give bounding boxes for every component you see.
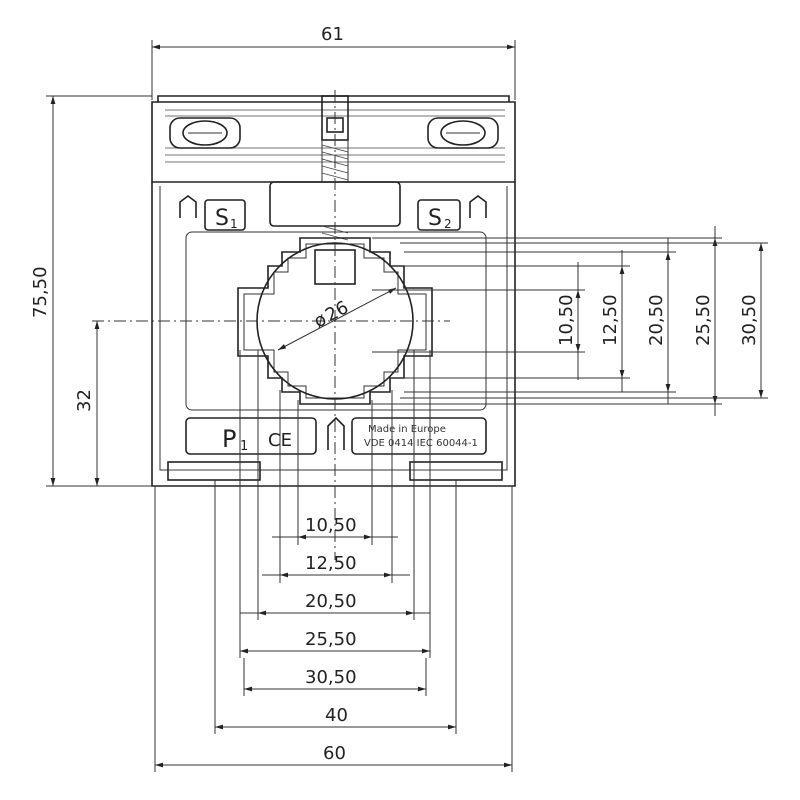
aperture-inner [243,243,427,399]
dim-32-label: 32 [74,389,95,412]
inner-frame [159,186,508,471]
bottom-dim-60: 60 [323,743,346,764]
s1-subscript: 1 [230,217,238,231]
dimension-61: 61 [151,24,516,100]
bottom-dimensions: 10,50 12,50 20,50 25,50 30,50 40 60 [154,350,513,772]
p1-letter: P [222,425,236,453]
right-dim-12-50: 12,50 [600,294,621,346]
bottom-dim-12-50: 12,50 [305,553,357,574]
s2-marking: S 2 [417,195,487,231]
standard-text: VDE 0414 IEC 60044-1 [364,438,478,449]
p1-subscript: 1 [240,439,248,454]
bottom-dim-10-50: 10,50 [305,515,357,536]
left-screw-terminal [169,117,241,149]
s2-letter: S [428,206,442,231]
diameter-label: ø 26 [310,297,352,332]
main-frame [151,182,516,487]
bottom-label: P 1 CE Made in Europe VDE 0414 IEC 60044… [185,416,487,455]
right-dim-20-50: 20,50 [646,294,667,346]
diameter-line [277,287,397,351]
left-foot [167,461,261,481]
right-dim-30-50: 30,50 [739,294,760,346]
bottom-dim-25-50: 25,50 [305,629,357,650]
dimension-32: 32 [74,321,100,487]
transformer-body: S 1 S 2 ø 26 P 1 CE Made in Eur [92,90,516,560]
s2-arrow-icon [469,195,487,218]
p1-arrow-icon [327,416,345,450]
made-in-text: Made in Europe [368,424,446,435]
s1-arrow-icon [179,195,197,218]
terminal-housing-outline [151,101,516,183]
dimension-75-50: 75,50 [30,95,152,487]
right-dim-25-50: 25,50 [693,294,714,346]
right-dim-10-50: 10,50 [556,294,577,346]
right-dimensions: 10,50 12,50 20,50 25,50 30,50 [372,226,768,416]
top-rim [157,95,510,102]
dim-75-50-label: 75,50 [30,266,51,318]
s1-letter: S [215,206,229,231]
s2-subscript: 2 [444,217,452,231]
s1-marking: S 1 [179,195,246,231]
right-screw-terminal [427,117,499,149]
dim-61-label: 61 [321,24,344,45]
bottom-dim-30-50: 30,50 [305,667,357,688]
bottom-dim-20-50: 20,50 [305,591,357,612]
bottom-dim-40: 40 [325,705,348,726]
right-foot [409,461,503,481]
